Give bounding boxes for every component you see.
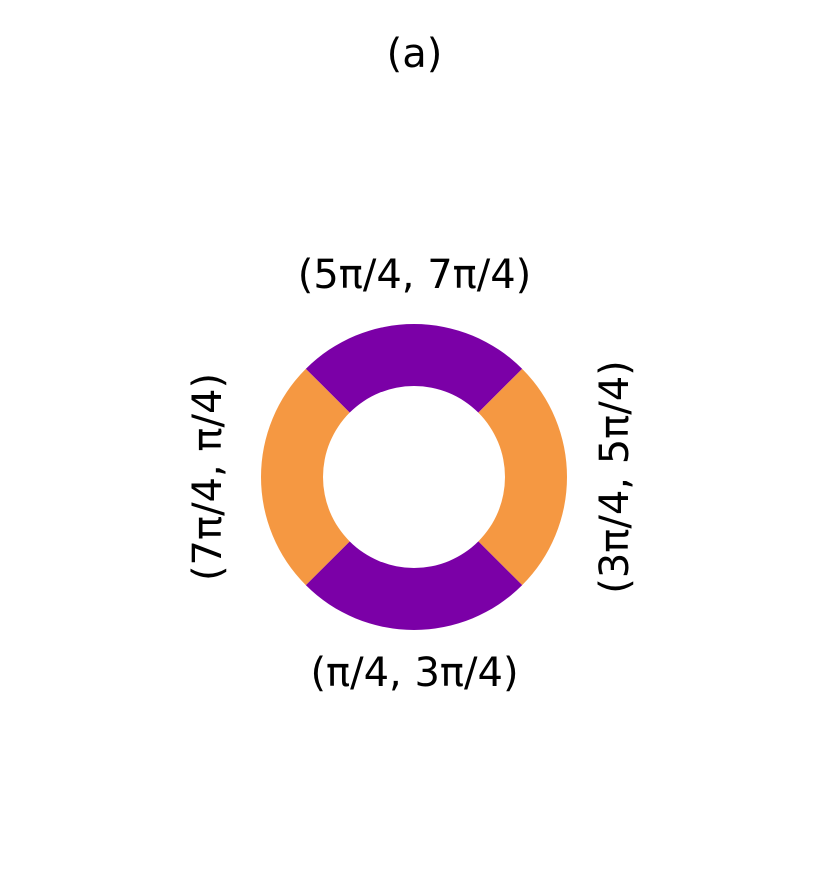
ring-segment-top [305, 324, 523, 413]
ring-segment-bottom [305, 541, 523, 630]
segment-label-right: (3π/4, 5π/4) [592, 360, 638, 594]
segment-label-left: (7π/4, π/4) [185, 372, 231, 582]
ring-segment-left [260, 368, 350, 586]
segment-label-bottom: (π/4, 3π/4) [310, 650, 519, 696]
segment-label-top: (5π/4, 7π/4) [297, 252, 532, 298]
panel-label: (a) [386, 31, 443, 77]
ring-segment-right [478, 368, 567, 586]
